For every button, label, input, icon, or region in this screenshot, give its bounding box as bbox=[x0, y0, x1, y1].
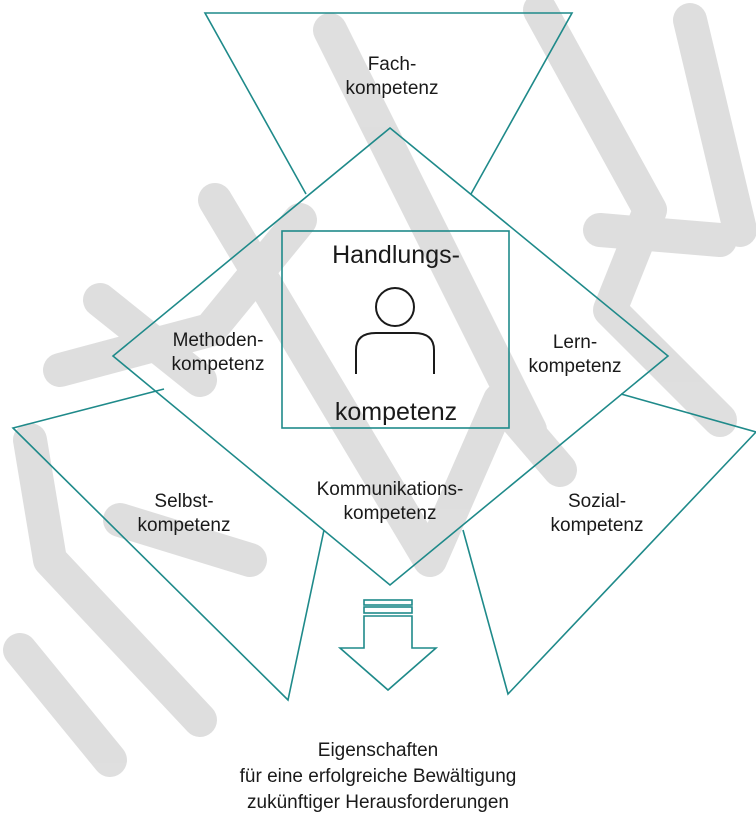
center-box bbox=[281, 230, 510, 429]
competence-diamond bbox=[111, 126, 670, 587]
center-title-top: Handlungs- bbox=[332, 241, 460, 269]
lern-line2: kompetenz bbox=[528, 356, 622, 377]
methoden-line1: Methoden- bbox=[172, 330, 264, 351]
lern-line1: Lern- bbox=[552, 332, 598, 353]
selbst-line1: Selbst- bbox=[154, 491, 214, 512]
selbst-label: Selbst- kompetenz bbox=[122, 490, 246, 538]
kommunikation-label: Kommunikations- kompetenz bbox=[290, 478, 490, 526]
methoden-line2: kompetenz bbox=[171, 354, 265, 375]
selbst-wedge bbox=[11, 388, 325, 702]
methoden-label: Methoden- kompetenz bbox=[155, 329, 281, 377]
fach-line1: Fach- bbox=[367, 54, 417, 75]
sozial-label: Sozial- kompetenz bbox=[535, 490, 659, 538]
kommunikation-line2: kompetenz bbox=[343, 503, 437, 524]
down-arrow-icon bbox=[337, 599, 439, 692]
person-icon bbox=[355, 287, 435, 374]
result-caption: Eigenschaften für eine erfolgreiche Bewä… bbox=[0, 738, 756, 816]
sozial-wedge bbox=[462, 393, 756, 696]
fach-line2: kompetenz bbox=[345, 78, 439, 99]
fach-triangle bbox=[203, 12, 574, 195]
watermark bbox=[3, 0, 756, 777]
selbst-line2: kompetenz bbox=[137, 515, 231, 536]
result-line3: zukünftiger Herausforderungen bbox=[247, 792, 509, 813]
sozial-line1: Sozial- bbox=[567, 491, 627, 512]
kommunikation-line1: Kommunikations- bbox=[316, 479, 464, 500]
result-line1: Eigenschaften bbox=[317, 740, 439, 761]
center-title-bottom: kompetenz bbox=[334, 398, 458, 426]
sozial-line2: kompetenz bbox=[550, 515, 644, 536]
fach-label: Fach- kompetenz bbox=[327, 53, 457, 101]
result-line2: für eine erfolgreiche Bewältigung bbox=[239, 766, 517, 787]
lern-label: Lern- kompetenz bbox=[513, 331, 637, 379]
